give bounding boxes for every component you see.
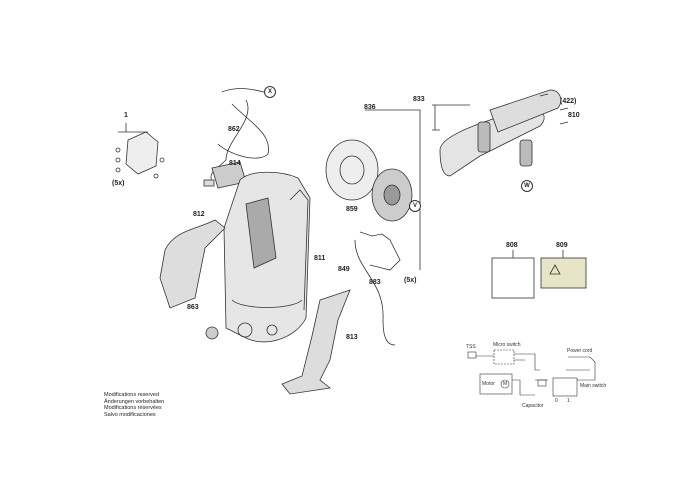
wiring-diagram	[467, 349, 596, 397]
part-number-813: 813	[346, 334, 358, 341]
part-number-809: 809	[556, 242, 568, 249]
part-number-1: 1	[124, 112, 128, 119]
handle-drawing	[432, 89, 569, 177]
part-863-drawing	[205, 326, 219, 340]
part-number-833: 833	[413, 96, 425, 103]
circuit-label-main-switch: Main switch	[580, 383, 607, 389]
part-number-422: (422)	[560, 98, 577, 105]
part-1-drawing	[115, 123, 165, 179]
modifications-notice: Modifications reserved Änderungen vorbeh…	[104, 392, 164, 418]
circuit-motor-symbol: M	[503, 381, 508, 387]
notice-line: Modifications réservées	[104, 405, 162, 411]
notice-line: Salvo modificaciones	[104, 411, 156, 418]
part-813-drawing	[281, 289, 351, 395]
marker-v: V	[409, 200, 421, 212]
hose-849-drawing	[354, 239, 396, 346]
part-812-drawing	[159, 219, 226, 309]
circuit-label-1: 1	[567, 398, 570, 404]
part-number-862: 862	[228, 126, 240, 133]
part-number-811: 811	[314, 255, 326, 262]
marker-w: W	[521, 180, 533, 192]
circuit-label-motor: Motor	[482, 381, 495, 387]
label-808-drawing	[491, 257, 535, 299]
part-number-812: 812	[193, 211, 205, 218]
part-number-849: 849	[338, 266, 350, 273]
part-number-863: 863	[187, 304, 199, 311]
notice-line: Modifications reserved	[104, 392, 160, 398]
notice-line: Änderungen vorbehalten	[104, 398, 165, 405]
part-859-drawing	[359, 231, 401, 271]
part-number-814: 814	[229, 160, 241, 167]
circuit-label-tss: TSS	[466, 344, 476, 350]
circuit-label-micro-switch: Micro switch	[493, 342, 521, 348]
part-number-810: 810	[568, 112, 580, 119]
part-number-883: 883	[369, 279, 381, 286]
circuit-label-capacitor: Capacitor	[522, 403, 544, 409]
circuit-label-power-cord: Power cord	[567, 348, 593, 354]
marker-x: X	[264, 86, 276, 98]
part-quantity-883: (5x)	[404, 277, 417, 284]
part-number-836: 836	[364, 104, 376, 111]
hose-reel-drawing	[325, 109, 421, 270]
housing-drawing	[223, 171, 311, 343]
label-809-drawing	[540, 257, 587, 289]
circuit-label-0: 0	[555, 398, 558, 404]
part-number-859: 859	[346, 206, 358, 213]
part-quantity-1: (5x)	[112, 180, 125, 187]
part-number-808: 808	[506, 242, 518, 249]
